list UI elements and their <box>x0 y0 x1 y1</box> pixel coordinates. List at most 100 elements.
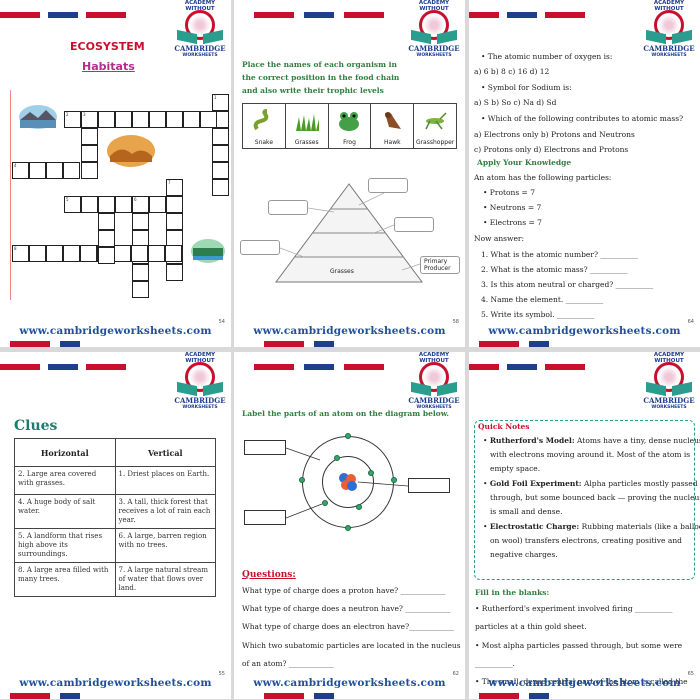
crossword-cell[interactable] <box>64 111 81 128</box>
crossword-cell[interactable] <box>98 196 115 213</box>
question-text: Place the names of each organism in the … <box>242 60 400 95</box>
frog-icon <box>339 112 360 131</box>
question-line: • Symbol for Sodium is: <box>481 83 572 92</box>
crossword-cell[interactable] <box>114 245 131 262</box>
footer-url: www.cambridgeworksheets.com <box>488 677 681 689</box>
footer-url: www.cambridgeworksheets.com <box>19 325 212 337</box>
crossword-cell[interactable] <box>212 128 229 145</box>
crossword-cell[interactable] <box>29 162 46 179</box>
page-number: 55 <box>218 671 225 677</box>
label-box <box>408 478 450 493</box>
crossword-cell[interactable] <box>132 111 149 128</box>
crossword-cell[interactable] <box>98 213 115 230</box>
crossword-cell[interactable] <box>115 196 132 213</box>
answer-box <box>268 200 308 215</box>
crossword-cell[interactable] <box>98 111 115 128</box>
clue-number: 1 <box>214 95 217 100</box>
snake-icon <box>253 109 269 131</box>
question-line: a) S b) So c) Na d) Sd <box>474 98 557 107</box>
electron <box>391 477 397 483</box>
crossword-cell[interactable] <box>166 264 183 281</box>
question-line: 4. Name the element. __________ <box>481 295 604 304</box>
crossword-cell[interactable] <box>98 230 115 247</box>
note-line: through, but some bounced back — proving… <box>490 493 700 502</box>
page-number: 64 <box>687 319 694 325</box>
crossword-cell[interactable] <box>200 111 217 128</box>
electron <box>368 470 374 476</box>
page-number: 54 <box>218 319 225 325</box>
clue-number: 8 <box>14 246 17 251</box>
crossword-cell[interactable] <box>166 196 183 213</box>
crossword-cell[interactable] <box>165 245 182 262</box>
crossword-cell[interactable] <box>81 196 98 213</box>
crossword-cell[interactable] <box>148 245 165 262</box>
crossword-cell[interactable] <box>63 245 80 262</box>
crossword-cell[interactable] <box>212 145 229 162</box>
crossword-cell[interactable] <box>64 196 81 213</box>
table-row: 8. A large area filled with many trees.7… <box>14 562 216 597</box>
crossword-cell[interactable] <box>46 162 63 179</box>
crossword-cell[interactable] <box>131 245 148 262</box>
question-line: • Which of the following contributes to … <box>481 114 684 123</box>
crossword-cell[interactable] <box>166 111 183 128</box>
connector-lines <box>279 192 421 271</box>
organism-cell: Grasshopper <box>414 104 456 148</box>
crossword-cell[interactable] <box>63 162 80 179</box>
crossword-cell[interactable] <box>149 196 166 213</box>
crossword-cell[interactable] <box>166 179 183 196</box>
question-line: 1. What is the atomic number? __________ <box>481 250 638 259</box>
intro-text: An atom has the following particles: <box>474 173 612 182</box>
question-line: What type of charge does a proton have? … <box>242 586 446 595</box>
crossword-cell[interactable] <box>132 281 149 298</box>
crossword-cell[interactable] <box>12 245 29 262</box>
crossword-cell[interactable] <box>29 245 46 262</box>
forest-image <box>191 239 225 263</box>
header-stripe <box>0 12 40 18</box>
label-box <box>244 510 286 525</box>
crossword-cell[interactable] <box>81 111 98 128</box>
crossword-cell[interactable] <box>12 162 29 179</box>
organism-cell: Hawk <box>371 104 415 148</box>
crossword-cell[interactable] <box>132 264 149 281</box>
clues-heading: Clues <box>14 418 58 434</box>
clue-number: 2 <box>66 112 69 117</box>
question-line: a) Electrons only b) Protons and Neutron… <box>474 130 635 139</box>
note-line: with electrons moving around it. Most of… <box>490 450 691 459</box>
crossword-cell[interactable] <box>46 245 63 262</box>
grass-icon <box>295 114 319 131</box>
table-row: 5. A landform that rises high above its … <box>14 528 216 563</box>
crossword-cell[interactable] <box>98 247 115 264</box>
crossword-cell[interactable] <box>132 196 149 213</box>
question-line: a) 6 b) 8 c) 16 d) 12 <box>474 67 550 76</box>
electron <box>334 455 340 461</box>
crossword-cell[interactable] <box>80 245 97 262</box>
crossword-cell[interactable] <box>212 179 229 196</box>
electron <box>322 500 328 506</box>
crossword-cell[interactable] <box>81 162 98 179</box>
crossword-cell[interactable] <box>115 111 132 128</box>
crossword-cell[interactable] <box>212 94 229 111</box>
crossword-cell[interactable] <box>81 128 98 145</box>
header-stripe <box>48 12 78 18</box>
fill-line: • Most alpha particles passed through, b… <box>475 641 683 650</box>
electron <box>299 477 305 483</box>
page-number: 65 <box>687 671 694 677</box>
crossword-cell[interactable] <box>81 145 98 162</box>
electron <box>356 504 362 510</box>
crossword-cell[interactable] <box>166 213 183 230</box>
organism-row: Snake Grasses Frog Hawk Grasshopper <box>242 103 457 149</box>
crossword-cell[interactable] <box>132 213 149 230</box>
crossword-cell[interactable] <box>149 111 166 128</box>
hawk-icon <box>385 112 402 129</box>
page-number: 58 <box>452 319 459 325</box>
lake-image <box>19 105 57 129</box>
clue-number: 7 <box>168 180 171 185</box>
crossword-cell[interactable] <box>183 111 200 128</box>
crossword-cell[interactable] <box>212 162 229 179</box>
answer-box <box>240 240 280 255</box>
table-row: 2. Large area covered with grasses.1. Dr… <box>14 466 216 495</box>
